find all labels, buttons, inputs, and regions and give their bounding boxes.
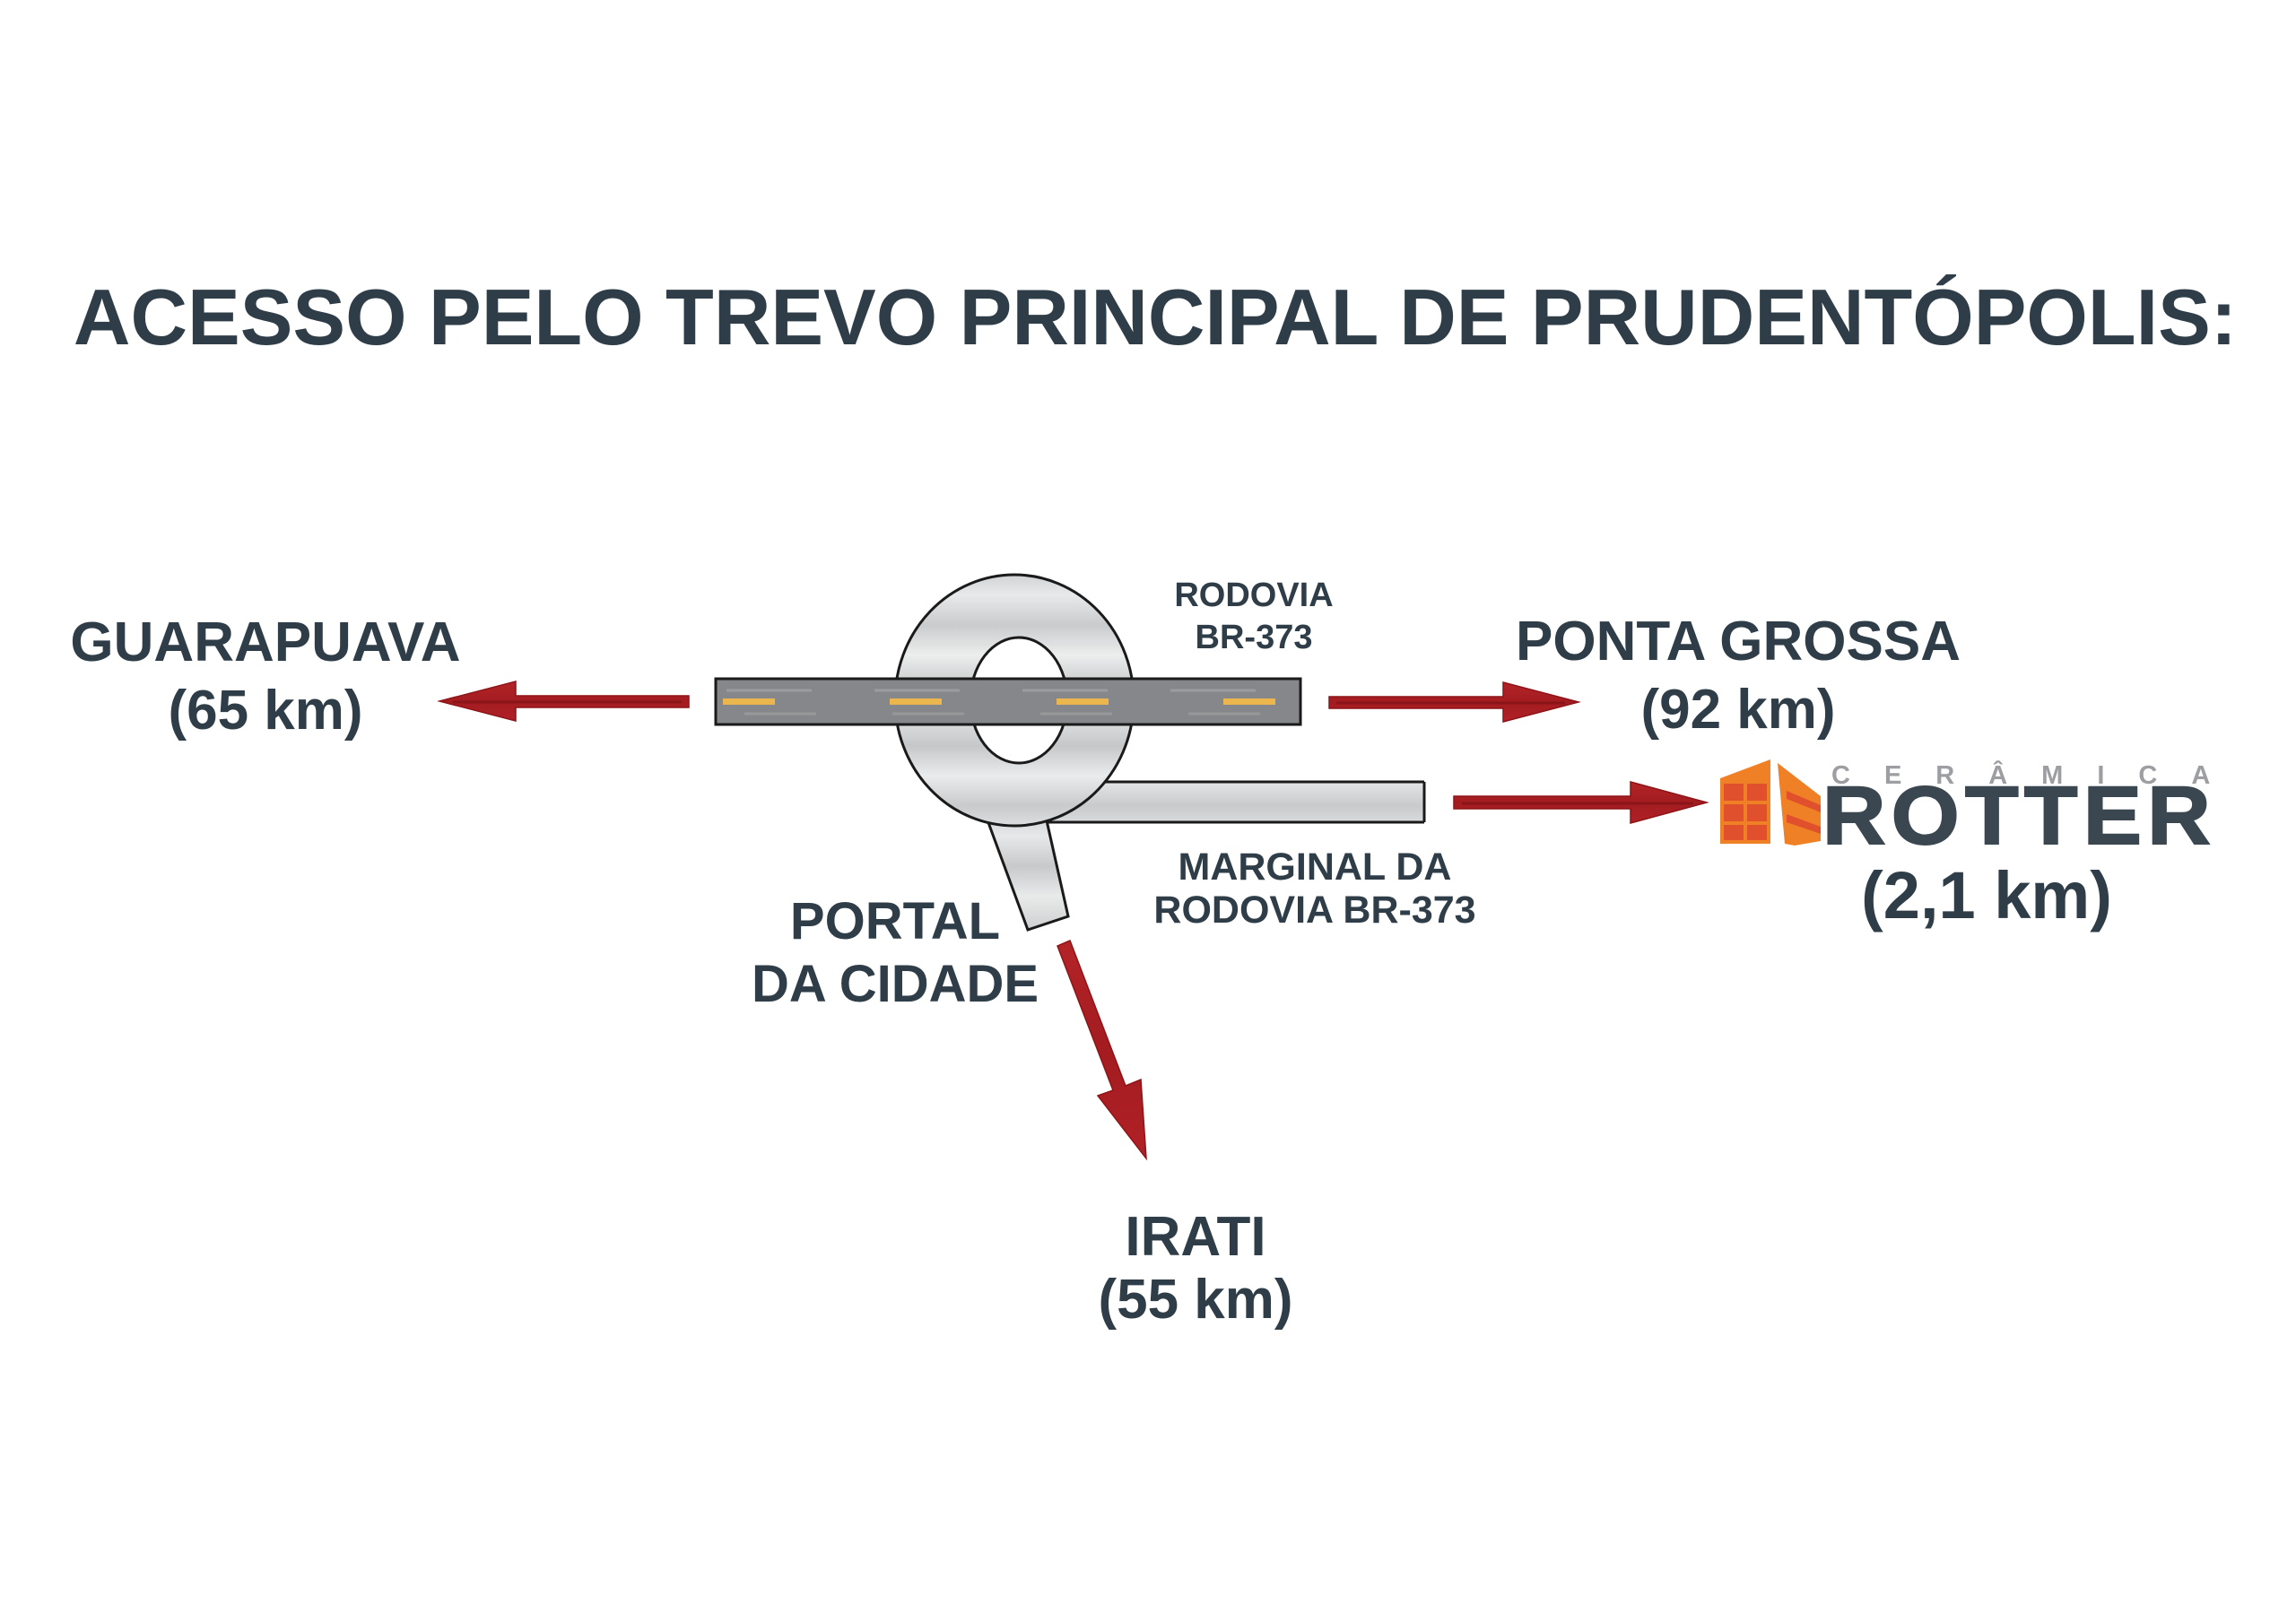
portal-label-line2: DA CIDADE (751, 955, 1039, 1013)
marginal-label-line1: MARGINAL DA (1178, 846, 1452, 889)
portal-label-line1: PORTAL (789, 892, 1001, 950)
arrow-right-rotter (1453, 781, 1709, 824)
ceramica-wordmark: CERÂMICA (1831, 761, 2245, 790)
arrow-down-irati (1057, 940, 1147, 1161)
portal-ramp (985, 800, 1070, 932)
highway-road (714, 677, 1302, 726)
irati-distance: (55 km) (1098, 1269, 1293, 1331)
orange-ceramic-building-icon (1720, 759, 1821, 846)
marginal-rodovia-label: MARGINAL DA RODOVIA BR-373 (1153, 846, 1475, 932)
guarapuava-distance: (65 km) (168, 680, 363, 742)
guarapuava-name: GUARAPUAVA (70, 612, 461, 673)
rodovia-br373-label: RODOVIA BR-373 (1174, 575, 1333, 659)
rotter-wordmark: ROTTER (1822, 770, 2217, 862)
arrow-right-ponta-grossa (1328, 681, 1581, 723)
marginal-label-line2: RODOVIA BR-373 (1153, 889, 1476, 932)
marginal-road (1031, 780, 1426, 824)
portal-da-cidade-label: PORTAL DA CIDADE (752, 890, 1039, 1016)
destination-guarapuava: GUARAPUAVA (65 km) (70, 615, 460, 739)
destination-irati: IRATI (55 km) (1098, 1206, 1292, 1331)
rotter-distance: (2,1 km) (1861, 858, 2112, 932)
ponta-grossa-distance: (92 km) (1640, 679, 1836, 741)
page-title: ACESSO PELO TREVO PRINCIPAL DE PRUDENTÓP… (73, 273, 2238, 361)
rodovia-label-line1: RODOVIA (1174, 577, 1334, 614)
ponta-grossa-name: PONTA GROSSA (1515, 611, 1961, 672)
irati-name: IRATI (1125, 1206, 1266, 1268)
rodovia-label-line2: BR-373 (1195, 619, 1313, 656)
destination-ponta-grossa: PONTA GROSSA (92 km) (1516, 614, 1961, 738)
arrow-left-guarapuava (437, 681, 690, 722)
